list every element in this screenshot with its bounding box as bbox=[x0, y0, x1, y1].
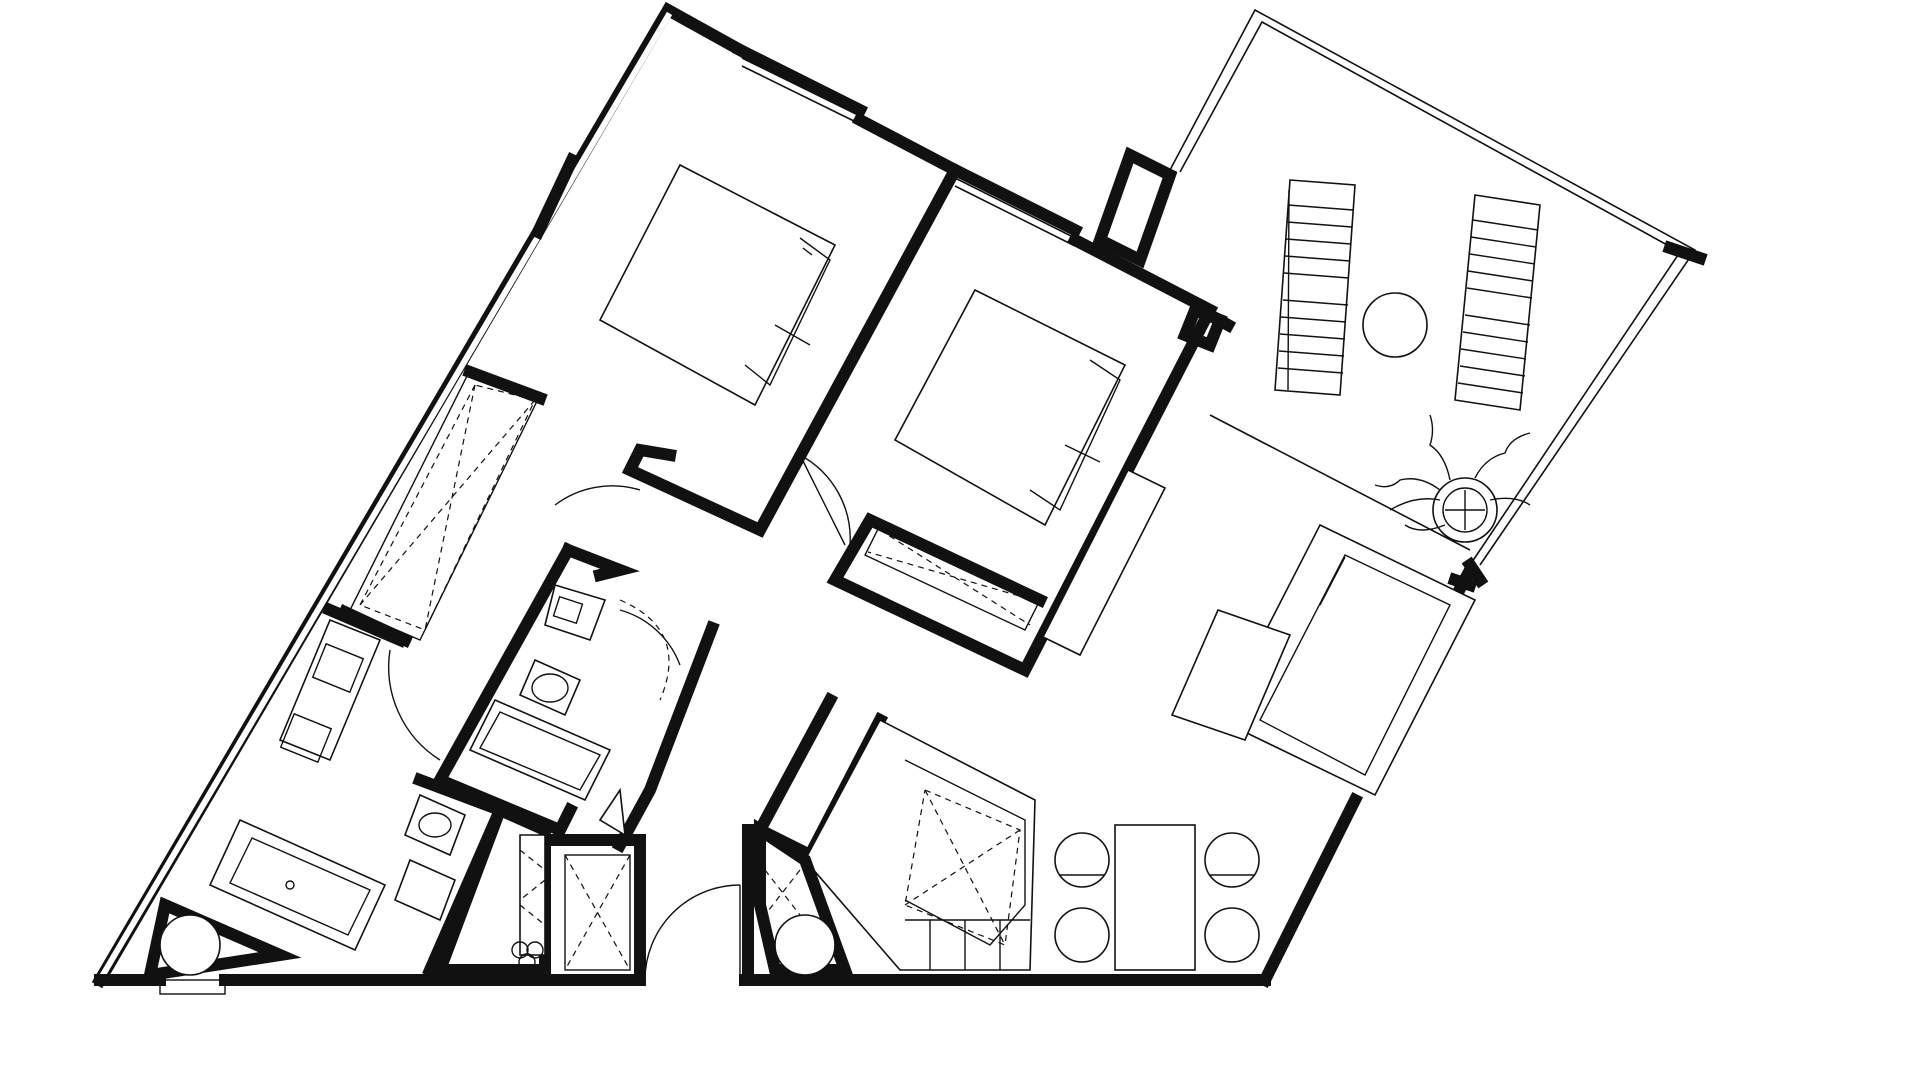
interior-walls bbox=[634, 306, 1478, 981]
bathroom-2 bbox=[431, 541, 720, 854]
bedroom-2 bbox=[799, 161, 1219, 678]
terrace bbox=[1169, 8, 1708, 589]
terrace-railing bbox=[1169, 8, 1697, 566]
bed-1 bbox=[598, 163, 837, 407]
bathroom-1 bbox=[142, 602, 509, 995]
bathroom-1-door bbox=[387, 649, 441, 761]
bed-2 bbox=[893, 288, 1127, 527]
sink-1b bbox=[279, 712, 333, 764]
sink-1a bbox=[311, 642, 365, 694]
bedroom-1 bbox=[337, 41, 964, 648]
wall-east-lower bbox=[1256, 791, 1364, 989]
coffee-table bbox=[1170, 609, 1292, 741]
kitchen bbox=[751, 691, 1036, 976]
dining-chair bbox=[1204, 907, 1260, 963]
dining-table bbox=[1114, 824, 1196, 971]
potted-plant bbox=[1374, 414, 1531, 543]
dining-chair bbox=[1054, 907, 1110, 963]
exterior-walls bbox=[91, 1, 1479, 989]
living-dining bbox=[1041, 468, 1477, 971]
bidet-1 bbox=[393, 858, 457, 922]
bathtub-2 bbox=[468, 698, 612, 802]
bathtub-1 bbox=[208, 818, 387, 952]
bedroom-1-window bbox=[741, 57, 861, 117]
bedroom-2-window bbox=[954, 177, 1076, 239]
bathroom-2-door bbox=[619, 609, 681, 666]
wardrobe-2 bbox=[864, 524, 1041, 631]
duct-shaft bbox=[774, 914, 836, 976]
column bbox=[1092, 146, 1228, 353]
bedroom-1-walls bbox=[621, 111, 964, 538]
dining-chair bbox=[1054, 832, 1110, 888]
media-console bbox=[1041, 468, 1167, 657]
side-table bbox=[1362, 292, 1428, 358]
toilet-1 bbox=[403, 793, 467, 857]
shower-curtain bbox=[619, 599, 670, 701]
toilet-2 bbox=[518, 658, 582, 717]
laundry bbox=[431, 801, 646, 976]
window-sill bbox=[159, 979, 226, 995]
entry-door bbox=[644, 884, 741, 981]
sun-lounger-1 bbox=[1274, 179, 1356, 396]
entrance bbox=[644, 884, 741, 981]
sink-2 bbox=[544, 583, 607, 642]
storage-closet bbox=[564, 854, 631, 971]
dining-chair bbox=[1204, 832, 1260, 888]
terrace-sliding-door bbox=[1209, 414, 1471, 551]
bedroom-1-door bbox=[554, 485, 641, 506]
sun-lounger-2 bbox=[1454, 194, 1541, 411]
duct-shaft bbox=[159, 914, 221, 976]
bedroom-2-door bbox=[799, 454, 851, 546]
